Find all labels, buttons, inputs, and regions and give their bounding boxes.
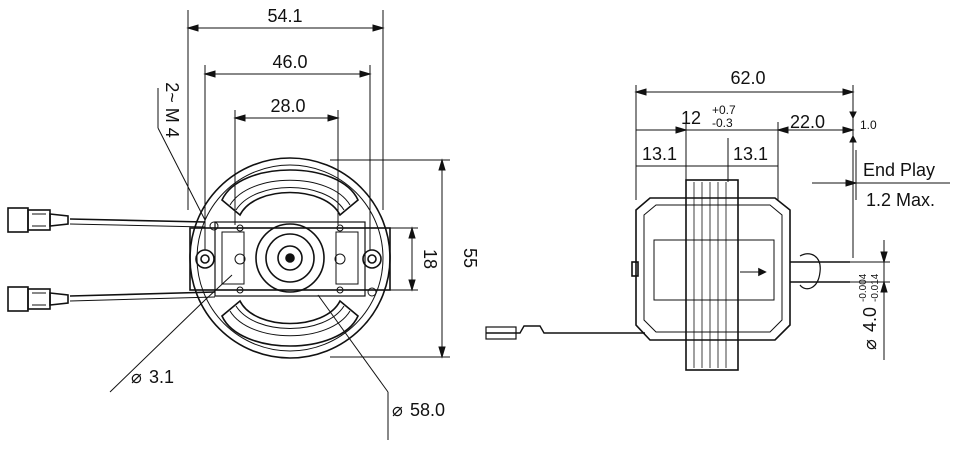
rotor-hub — [277, 245, 303, 271]
dim-arrows-55 — [438, 158, 446, 359]
label-28-0: 28.0 — [270, 96, 305, 116]
dim-arrows-18 — [408, 226, 416, 292]
side-body-frame — [635, 197, 791, 341]
inner-housing-circle — [196, 164, 384, 352]
side-view-dimensions — [634, 85, 950, 360]
label-2-m4: 2~ M 4 — [162, 82, 182, 138]
dim-arrows-28 — [233, 114, 340, 122]
right-mount-hole — [362, 249, 382, 269]
label-end-play-value: 1.2 Max. — [866, 190, 935, 210]
front-view — [7, 157, 391, 359]
shaft-center — [285, 253, 295, 263]
label-58-0: 58.0 — [410, 400, 445, 420]
label-shaft-tol-upper: -0.004 — [858, 273, 869, 302]
label-1-0: 1.0 — [860, 118, 877, 132]
upper-coil-winding — [229, 179, 351, 206]
dim-arrows-shaft — [880, 251, 888, 293]
lead-wire-upper — [69, 218, 206, 223]
dim-arrows-62 — [634, 88, 855, 96]
side-lead-wire — [486, 325, 645, 334]
label-tol-minus: -0.3 — [712, 116, 733, 130]
right-mount-hole-inner — [367, 254, 377, 264]
lead-wire-upper-b — [69, 223, 206, 228]
label-tol-plus: +0.7 — [712, 103, 736, 117]
bearing-plate — [214, 221, 366, 297]
leader-hole-dia — [109, 299, 206, 393]
label-62-0: 62.0 — [730, 68, 765, 88]
left-lamination-block — [221, 231, 245, 285]
leader-hole-dia-b — [204, 274, 233, 301]
side-view-labels: 62.0 12 +0.7 -0.3 22.0 1.0 13.1 13.1 End… — [642, 68, 935, 350]
coil-outline — [653, 239, 775, 301]
label-46-0: 46.0 — [272, 52, 307, 72]
upper-coil-winding-2 — [235, 187, 345, 211]
phi-symbol-shaft: ⌀ — [860, 339, 880, 350]
rivet-right — [334, 253, 346, 265]
rivet-left — [234, 253, 246, 265]
side-terminal — [485, 326, 517, 340]
end-play-arrow — [845, 179, 858, 187]
lower-coil-winding — [229, 310, 351, 337]
label-end-play: End Play — [863, 160, 935, 180]
rivet-small-2 — [336, 224, 344, 232]
label-shaft-dia: 4.0 — [860, 307, 880, 332]
rotation-arrowhead — [758, 267, 767, 277]
rotor-mid — [265, 233, 315, 283]
label-55: 55 — [460, 248, 480, 268]
lead-wire-lower-b — [69, 296, 216, 302]
label-18: 18 — [420, 249, 440, 269]
label-13-1-right: 13.1 — [733, 144, 768, 164]
label-shaft-tol-lower: -0.014 — [870, 273, 881, 302]
rivet-top-left — [209, 221, 219, 231]
rotor-outer — [255, 223, 325, 293]
terminal-upper — [7, 207, 69, 233]
label-12: 12 — [681, 108, 701, 128]
terminal-lower — [7, 286, 69, 312]
mounting-bracket — [189, 227, 391, 291]
leader-outer-dia — [317, 294, 389, 393]
label-54-1: 54.1 — [267, 6, 302, 26]
right-lamination-block — [335, 231, 359, 285]
upper-coil-lobe — [221, 169, 359, 217]
front-view-dimensions — [109, 10, 450, 440]
side-view — [485, 179, 850, 371]
shaft-clip — [799, 253, 821, 290]
lead-wire-lower — [69, 291, 216, 297]
lower-coil-winding-2 — [235, 305, 345, 329]
lower-coil-lobe — [221, 299, 359, 347]
leader-m4 — [157, 127, 206, 221]
label-13-1-left: 13.1 — [642, 144, 677, 164]
dim-arrows-46 — [203, 70, 372, 78]
dim-arrows-row2 — [675, 126, 855, 134]
left-mount-hole-inner — [200, 254, 210, 264]
rivet-small-1 — [236, 224, 244, 232]
front-view-labels: 54.1 46.0 28.0 55 18 2~ M 4 ⌀ 3.1 ⌀ 58.0 — [131, 6, 480, 420]
side-body-inner — [643, 204, 783, 333]
rivet-bottom-right — [367, 287, 377, 297]
left-mount-hole — [195, 249, 215, 269]
phi-symbol-hole: ⌀ — [131, 367, 142, 387]
rivet-small-3 — [236, 286, 244, 294]
dim-arrows-1-0 — [849, 111, 857, 143]
label-22-0: 22.0 — [790, 112, 825, 132]
lamination-stack — [685, 179, 739, 371]
rivet-small-4 — [336, 286, 344, 294]
side-body-tab — [631, 261, 639, 277]
dim-arrows-54 — [186, 24, 385, 32]
phi-symbol-outer: ⌀ — [392, 400, 403, 420]
label-3-1: 3.1 — [149, 367, 174, 387]
